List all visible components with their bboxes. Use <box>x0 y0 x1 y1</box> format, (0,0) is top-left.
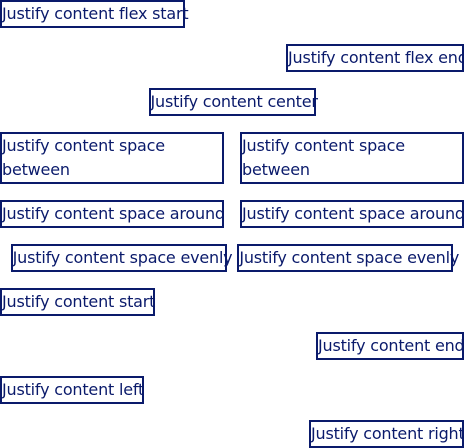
row-start: Justify content start <box>0 288 464 316</box>
space-around-box-2: Justify content space around <box>240 200 464 228</box>
end-box: Justify content end <box>316 332 464 360</box>
row-center: Justify content center <box>0 88 464 116</box>
flex-start-box: Justify content flex start <box>0 0 189 28</box>
right-box: Justify content right <box>309 420 464 448</box>
space-evenly-box-1: Justify content space evenly <box>10 244 233 272</box>
center-box: Justify content center <box>148 88 318 116</box>
row-space-around: Justify content space around Justify con… <box>0 200 464 228</box>
space-between-box-2: Justify content space between <box>240 132 464 184</box>
start-box: Justify content start <box>0 288 155 316</box>
row-flex-start: Justify content flex start <box>0 0 464 28</box>
flex-end-box: Justify content flex end <box>286 44 464 72</box>
row-right: Justify content right <box>0 420 464 448</box>
row-left: Justify content left <box>0 376 464 404</box>
row-flex-end: Justify content flex end <box>0 44 464 72</box>
space-between-box-1: Justify content space between <box>0 132 224 184</box>
row-space-evenly: Justify content space evenly Justify con… <box>0 244 464 272</box>
row-end: Justify content end <box>0 332 464 360</box>
space-evenly-box-2: Justify content space evenly <box>237 244 459 272</box>
left-box: Justify content left <box>0 376 144 404</box>
row-space-between: Justify content space between Justify co… <box>0 132 464 184</box>
space-around-box-1: Justify content space around <box>0 200 225 228</box>
